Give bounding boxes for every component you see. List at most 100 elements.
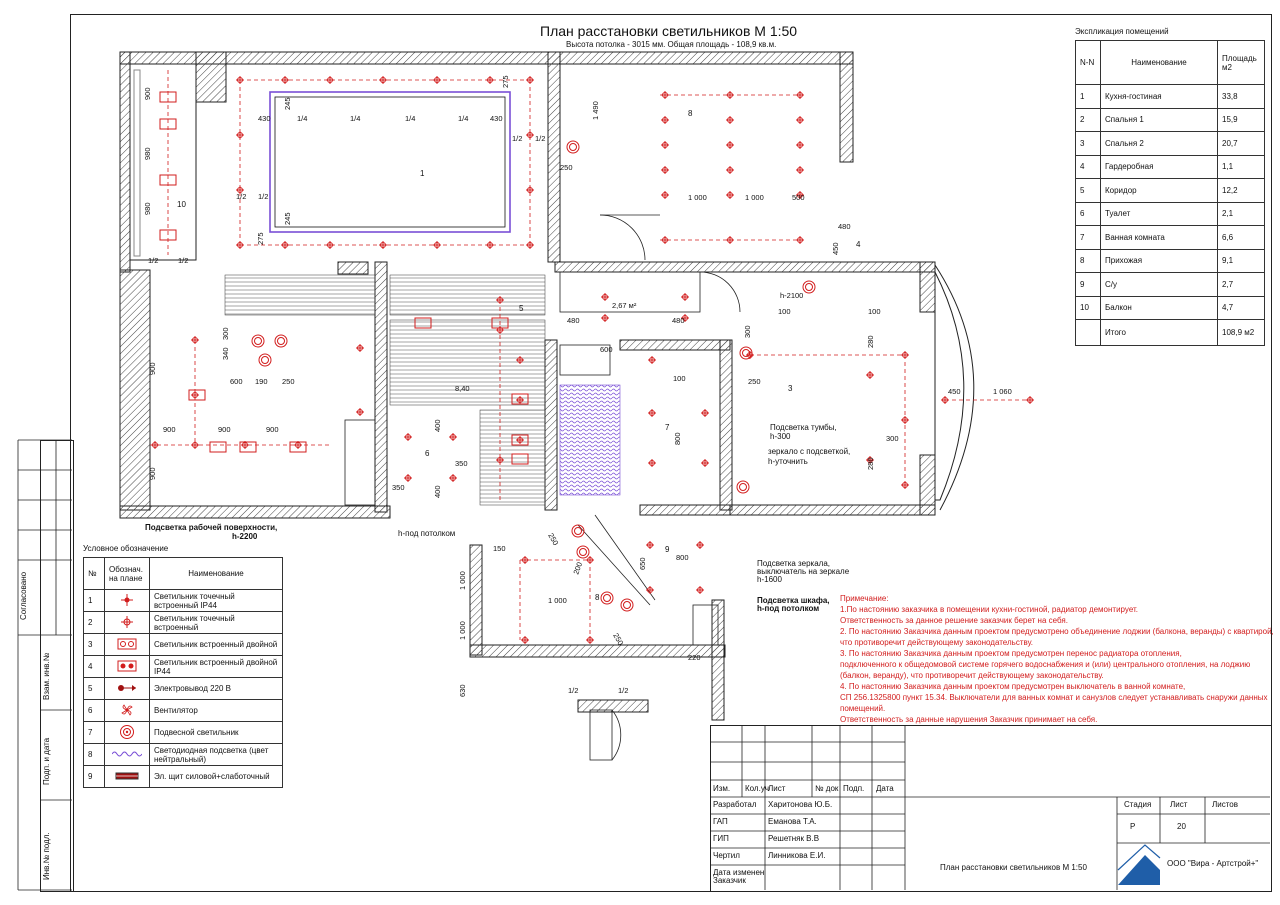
stage-val-0: Р [1130, 822, 1136, 831]
note-line: 3. По настоянию Заказчика данным проекто… [840, 649, 1182, 658]
svg-text:450: 450 [948, 387, 961, 396]
double-spot-icon [491, 317, 509, 329]
stamp-head-2: Лист [768, 784, 786, 793]
double-spot-ip44-icon [117, 660, 137, 674]
annotation-mirror-lit-h: h-уточнить [768, 457, 808, 466]
pendant-icon [603, 594, 611, 602]
double-spot-icon [209, 441, 227, 453]
svg-text:600: 600 [600, 345, 613, 354]
room-number-10: 10 [177, 200, 186, 209]
annotation-ceiling-h: h-под потолком [398, 529, 456, 538]
svg-text:1/2: 1/2 [618, 686, 628, 695]
spot-icon [119, 615, 135, 630]
stamp-head-3: № док [815, 784, 839, 793]
stamp-person: Харитонова Ю.Б. [768, 800, 833, 809]
fan-icon [120, 703, 134, 719]
double-spot-icon [159, 174, 177, 186]
note-line: 1.По настоянию заказчика в помещении кух… [840, 605, 1139, 614]
svg-text:350: 350 [455, 459, 468, 468]
pendant-icon [251, 334, 265, 348]
stage-head-2: Листов [1212, 800, 1238, 809]
annotation-work-surface: Подсветка рабочей поверхности, [145, 523, 278, 532]
title-block [710, 725, 1271, 891]
pendant-icon [274, 334, 288, 348]
svg-text:1/2: 1/2 [148, 256, 158, 265]
double-spot-icon [159, 118, 177, 130]
legend-title: Условное обозначение [83, 544, 169, 553]
svg-text:190: 190 [255, 377, 268, 386]
expl-head-1: Наименование [1100, 40, 1218, 85]
stamp-person: Решетняк В.В [768, 834, 820, 843]
pendant-icon [739, 346, 753, 360]
annotation-wardrobe: Подсветка шкафа, [757, 596, 830, 605]
stamp-person: Линникова Е.И. [768, 851, 826, 860]
double-spot-icon [511, 453, 529, 465]
svg-text:430: 430 [490, 114, 503, 123]
stamp-role: Разработал [713, 800, 757, 809]
svg-text:280: 280 [866, 457, 875, 470]
svg-text:300: 300 [886, 434, 899, 443]
pendant-icon [742, 349, 750, 357]
svg-text:980: 980 [143, 202, 152, 215]
svg-text:600: 600 [230, 377, 243, 386]
walls [119, 51, 936, 721]
double-spot-icon [414, 317, 432, 329]
double-spot-icon [289, 441, 307, 453]
stamp-role: Чертил [713, 851, 740, 860]
pendant-icon [802, 280, 816, 294]
svg-text:8,40: 8,40 [455, 384, 470, 393]
stamp-role: ГИП [713, 834, 729, 843]
note-line: Примечание: [840, 594, 889, 603]
svg-text:250: 250 [748, 377, 761, 386]
notes: Примечание: 1.По настоянию заказчика в по… [840, 593, 1274, 725]
svg-text:900: 900 [218, 425, 231, 434]
svg-text:450: 450 [831, 242, 840, 255]
spot-ip44-icon [119, 593, 135, 608]
room-number-3: 3 [788, 384, 793, 393]
room-number-8: 8 [688, 109, 693, 118]
svg-text:250: 250 [560, 163, 573, 172]
annotation-mirror-switch-h: h-1600 [757, 575, 782, 584]
svg-text:480: 480 [838, 222, 851, 231]
svg-text:150: 150 [493, 544, 506, 553]
svg-text:400: 400 [433, 419, 442, 432]
room-number-5: 5 [519, 304, 524, 313]
pendant-icon [254, 337, 262, 345]
double-spot-icon [511, 393, 529, 405]
company-logo-icon [1117, 844, 1161, 885]
svg-text:100: 100 [673, 374, 686, 383]
svg-text:2,67 м²: 2,67 м² [612, 301, 637, 310]
svg-text:480: 480 [567, 316, 580, 325]
stage-head-0: Стадия [1124, 800, 1152, 809]
side-stamp [40, 440, 74, 892]
stamp-role: Заказчик [713, 876, 746, 885]
room-number-4: 4 [856, 240, 861, 249]
pendant-icon [574, 527, 582, 535]
svg-text:630: 630 [458, 684, 467, 697]
svg-text:200: 200 [571, 561, 584, 576]
svg-text:100: 100 [778, 307, 791, 316]
svg-text:280: 280 [866, 335, 875, 348]
pendant-icon [805, 283, 813, 291]
company-name: ООО "Вира - Артстрой+" [1167, 859, 1259, 868]
room-number-9: 9 [665, 545, 670, 554]
outlet-220-icon [116, 684, 138, 696]
note-line: СП 256.1325800 пункт 15.34. Выключатели … [840, 693, 1268, 702]
double-spot-icon [159, 229, 177, 241]
svg-text:800: 800 [673, 432, 682, 445]
pendant-icon [736, 480, 750, 494]
svg-text:650: 650 [638, 557, 647, 570]
room-number-1: 1 [420, 169, 425, 178]
stamp-head-0: Изм. [713, 784, 731, 793]
svg-text:1/2: 1/2 [512, 134, 522, 143]
svg-text:1/2: 1/2 [258, 192, 268, 201]
led-strip-icon [111, 751, 143, 760]
